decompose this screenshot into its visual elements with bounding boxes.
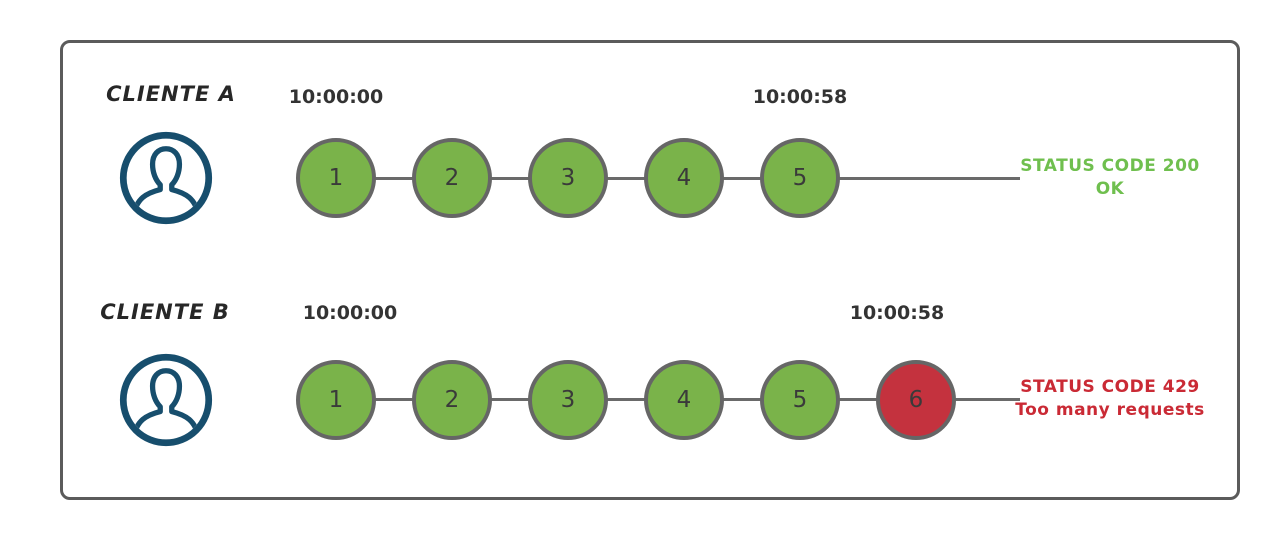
request-circle: 4	[644, 138, 724, 218]
request-number: 6	[908, 387, 924, 413]
request-number: 1	[328, 387, 344, 413]
status-code-text: STATUS CODE 200	[1020, 156, 1200, 176]
request-circle: 4	[644, 360, 724, 440]
request-circle: 5	[760, 360, 840, 440]
status-message-text: OK	[1095, 179, 1125, 199]
user-avatar-icon	[118, 352, 214, 448]
request-circle: 2	[412, 138, 492, 218]
request-circle: 5	[760, 138, 840, 218]
request-circle-rejected: 6	[876, 360, 956, 440]
request-circle: 2	[412, 360, 492, 440]
request-number: 2	[444, 387, 460, 413]
request-circle: 1	[296, 360, 376, 440]
request-number: 4	[676, 165, 692, 191]
request-number: 4	[676, 387, 692, 413]
request-number: 1	[328, 165, 344, 191]
request-circle: 3	[528, 360, 608, 440]
end-timestamp: 10:00:58	[752, 86, 848, 108]
end-timestamp: 10:00:58	[849, 302, 945, 324]
status-label: STATUS CODE 429 Too many requests	[1010, 376, 1210, 422]
start-timestamp: 10:00:00	[288, 86, 384, 108]
request-number: 3	[560, 165, 576, 191]
status-message-text: Too many requests	[1015, 400, 1205, 420]
user-avatar-icon	[118, 130, 214, 226]
request-number: 5	[792, 165, 808, 191]
request-circle: 3	[528, 138, 608, 218]
outer-frame	[60, 40, 1240, 500]
status-label: STATUS CODE 200 OK	[1010, 155, 1210, 201]
client-a-label: CLIENTE A	[106, 82, 236, 106]
request-number: 3	[560, 387, 576, 413]
request-number: 2	[444, 165, 460, 191]
request-circle: 1	[296, 138, 376, 218]
status-code-text: STATUS CODE 429	[1020, 377, 1200, 397]
client-b-label: CLIENTE B	[100, 300, 230, 324]
request-number: 5	[792, 387, 808, 413]
start-timestamp: 10:00:00	[302, 302, 398, 324]
